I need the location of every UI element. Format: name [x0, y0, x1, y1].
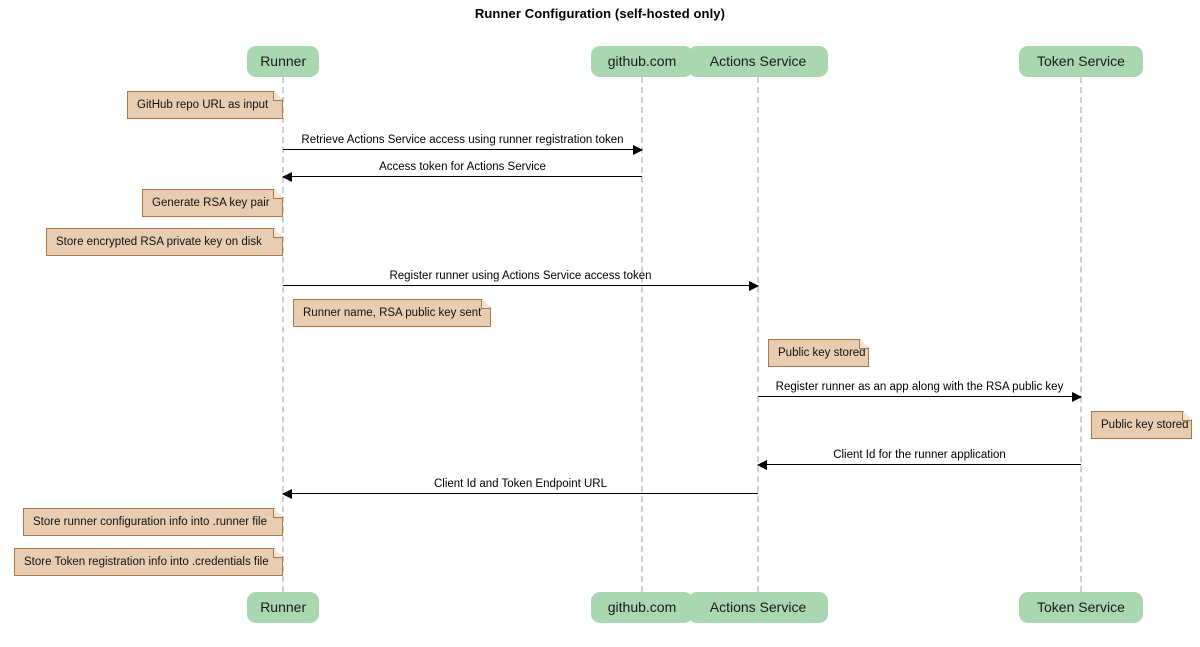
- arrow-head-icon: [757, 460, 767, 471]
- note-fold-corner-icon: [273, 92, 282, 101]
- message-m1[interactable]: Retrieve Actions Service access using ru…: [283, 132, 643, 156]
- message-m6[interactable]: Client Id and Token Endpoint URL: [282, 476, 758, 500]
- message-m3[interactable]: Register runner using Actions Service ac…: [283, 268, 759, 292]
- lifeline-runner: [282, 77, 284, 592]
- participant-runner-bottom[interactable]: Runner: [247, 592, 319, 623]
- note-n7: Store runner configuration info into .ru…: [23, 508, 283, 536]
- message-line: [758, 464, 1081, 465]
- message-line: [283, 176, 642, 177]
- arrow-head-icon: [1072, 392, 1082, 403]
- page-title: Runner Configuration (self-hosted only): [474, 6, 726, 21]
- message-m4[interactable]: Register runner as an app along with the…: [758, 379, 1082, 403]
- note-n6: Public key stored: [1091, 411, 1192, 439]
- participant-actions-bottom[interactable]: Actions Service: [688, 592, 828, 623]
- note-fold-corner-icon: [1182, 412, 1191, 421]
- participant-github-top[interactable]: github.com: [591, 46, 693, 77]
- arrow-head-icon: [749, 281, 759, 292]
- message-m2[interactable]: Access token for Actions Service: [282, 159, 642, 183]
- lifeline-actions: [757, 77, 759, 592]
- note-text: GitHub repo URL as input: [137, 99, 269, 111]
- note-n4: Runner name, RSA public key sent: [293, 299, 491, 327]
- note-fold-corner-icon: [273, 549, 282, 558]
- note-fold-corner-icon: [859, 340, 868, 349]
- message-label: Client Id and Token Endpoint URL: [433, 478, 608, 490]
- message-label: Access token for Actions Service: [379, 161, 546, 173]
- participant-token-top[interactable]: Token Service: [1018, 46, 1144, 77]
- note-n8: Store Token registration info into .cred…: [14, 548, 283, 576]
- note-n5: Public key stored: [768, 339, 869, 367]
- note-text: Generate RSA key pair: [152, 197, 270, 209]
- message-label: Register runner as an app along with the…: [775, 381, 1064, 393]
- note-text: Store runner configuration info into .ru…: [33, 516, 267, 528]
- arrow-head-icon: [633, 145, 643, 156]
- lifeline-github: [641, 77, 643, 592]
- message-line: [283, 493, 758, 494]
- note-fold-corner-icon: [273, 190, 282, 199]
- note-n2: Generate RSA key pair: [142, 189, 283, 217]
- note-fold-corner-icon: [273, 229, 282, 238]
- message-label: Client Id for the runner application: [833, 449, 1006, 461]
- arrow-head-icon: [282, 172, 292, 183]
- note-n3: Store encrypted RSA private key on disk: [46, 228, 283, 256]
- participant-actions-top[interactable]: Actions Service: [688, 46, 828, 77]
- lifeline-token: [1080, 77, 1082, 592]
- message-line: [283, 285, 758, 286]
- participant-runner-top[interactable]: Runner: [247, 46, 319, 77]
- participant-github-bottom[interactable]: github.com: [591, 592, 693, 623]
- note-n1: GitHub repo URL as input: [127, 91, 283, 119]
- message-label: Retrieve Actions Service access using ru…: [301, 134, 624, 146]
- note-text: Public key stored: [1101, 419, 1189, 431]
- note-fold-corner-icon: [273, 509, 282, 518]
- note-text: Store encrypted RSA private key on disk: [56, 236, 262, 248]
- note-text: Store Token registration info into .cred…: [24, 556, 269, 568]
- note-fold-corner-icon: [481, 300, 490, 309]
- message-m5[interactable]: Client Id for the runner application: [757, 447, 1081, 471]
- message-label: Register runner using Actions Service ac…: [389, 270, 652, 282]
- participant-token-bottom[interactable]: Token Service: [1018, 592, 1144, 623]
- message-line: [758, 396, 1081, 397]
- note-text: Runner name, RSA public key sent: [303, 307, 482, 319]
- message-line: [283, 149, 642, 150]
- note-text: Public key stored: [778, 347, 866, 359]
- arrow-head-icon: [282, 489, 292, 500]
